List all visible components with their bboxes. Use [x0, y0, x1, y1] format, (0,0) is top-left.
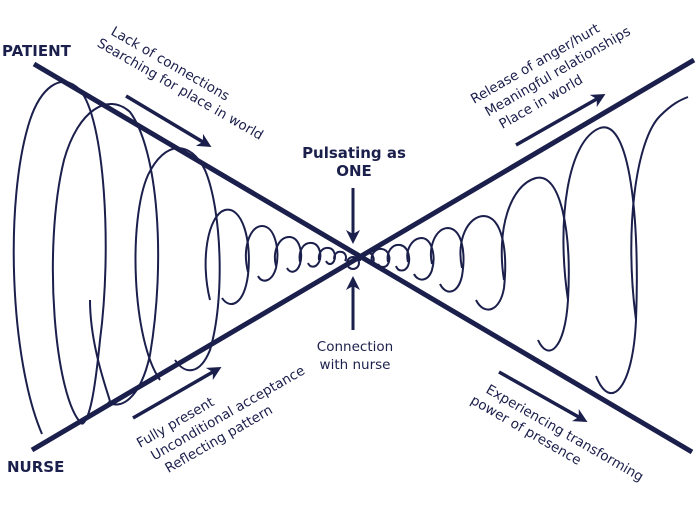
left-spiral-loop — [317, 246, 336, 265]
right-spiral-loop — [459, 214, 507, 311]
left-spiral-loop — [12, 80, 107, 435]
left-spiral-loop — [298, 241, 322, 268]
left-spiral-loop — [204, 208, 250, 305]
patient-line — [32, 61, 694, 455]
bottom-left-annotation: Fully present Unconditional acceptance R… — [134, 363, 308, 477]
one-label: ONE — [336, 162, 372, 180]
right-spiral-loop — [630, 96, 689, 321]
left-spiral-loop — [333, 250, 347, 262]
pulsating-label: Pulsating as — [302, 144, 406, 162]
center-loop — [346, 256, 360, 270]
patient-label: PATIENT — [2, 42, 72, 60]
left-spiral-loop — [51, 103, 160, 425]
bottom-right-line: Experiencing transforming — [483, 382, 646, 485]
right-spiral-loop — [406, 236, 435, 281]
right-spiral-loop — [500, 176, 570, 352]
right-spiral — [359, 96, 689, 395]
top-left-arrow-icon — [125, 94, 212, 148]
left-spiral-loop — [244, 224, 279, 282]
right-spiral-loop — [562, 126, 638, 395]
right-spiral-loop — [359, 251, 375, 265]
top-left-annotation: Lack of connections Searching for place … — [94, 24, 266, 144]
connection-label: Connection — [317, 339, 393, 355]
left-spiral-loop — [134, 147, 221, 381]
left-spiral — [12, 80, 347, 435]
left-spiral-loop — [89, 299, 112, 407]
left-spiral-loop — [274, 236, 303, 273]
right-spiral-loop — [386, 243, 411, 272]
bottom-right-annotation: Experiencing transforming power of prese… — [468, 382, 647, 485]
bottom-left-arrow-icon — [132, 367, 222, 420]
right-spiral-loop — [430, 226, 465, 293]
top-right-arrow-icon — [515, 94, 606, 147]
with-nurse-label: with nurse — [320, 357, 391, 373]
top-right-annotation: Release of anger/hurt Meaningful relatio… — [468, 21, 633, 133]
bottom-right-arrow-icon — [498, 370, 588, 422]
nurse-label: NURSE — [7, 458, 64, 476]
bottom-left-line: Unconditional acceptance — [148, 363, 308, 464]
